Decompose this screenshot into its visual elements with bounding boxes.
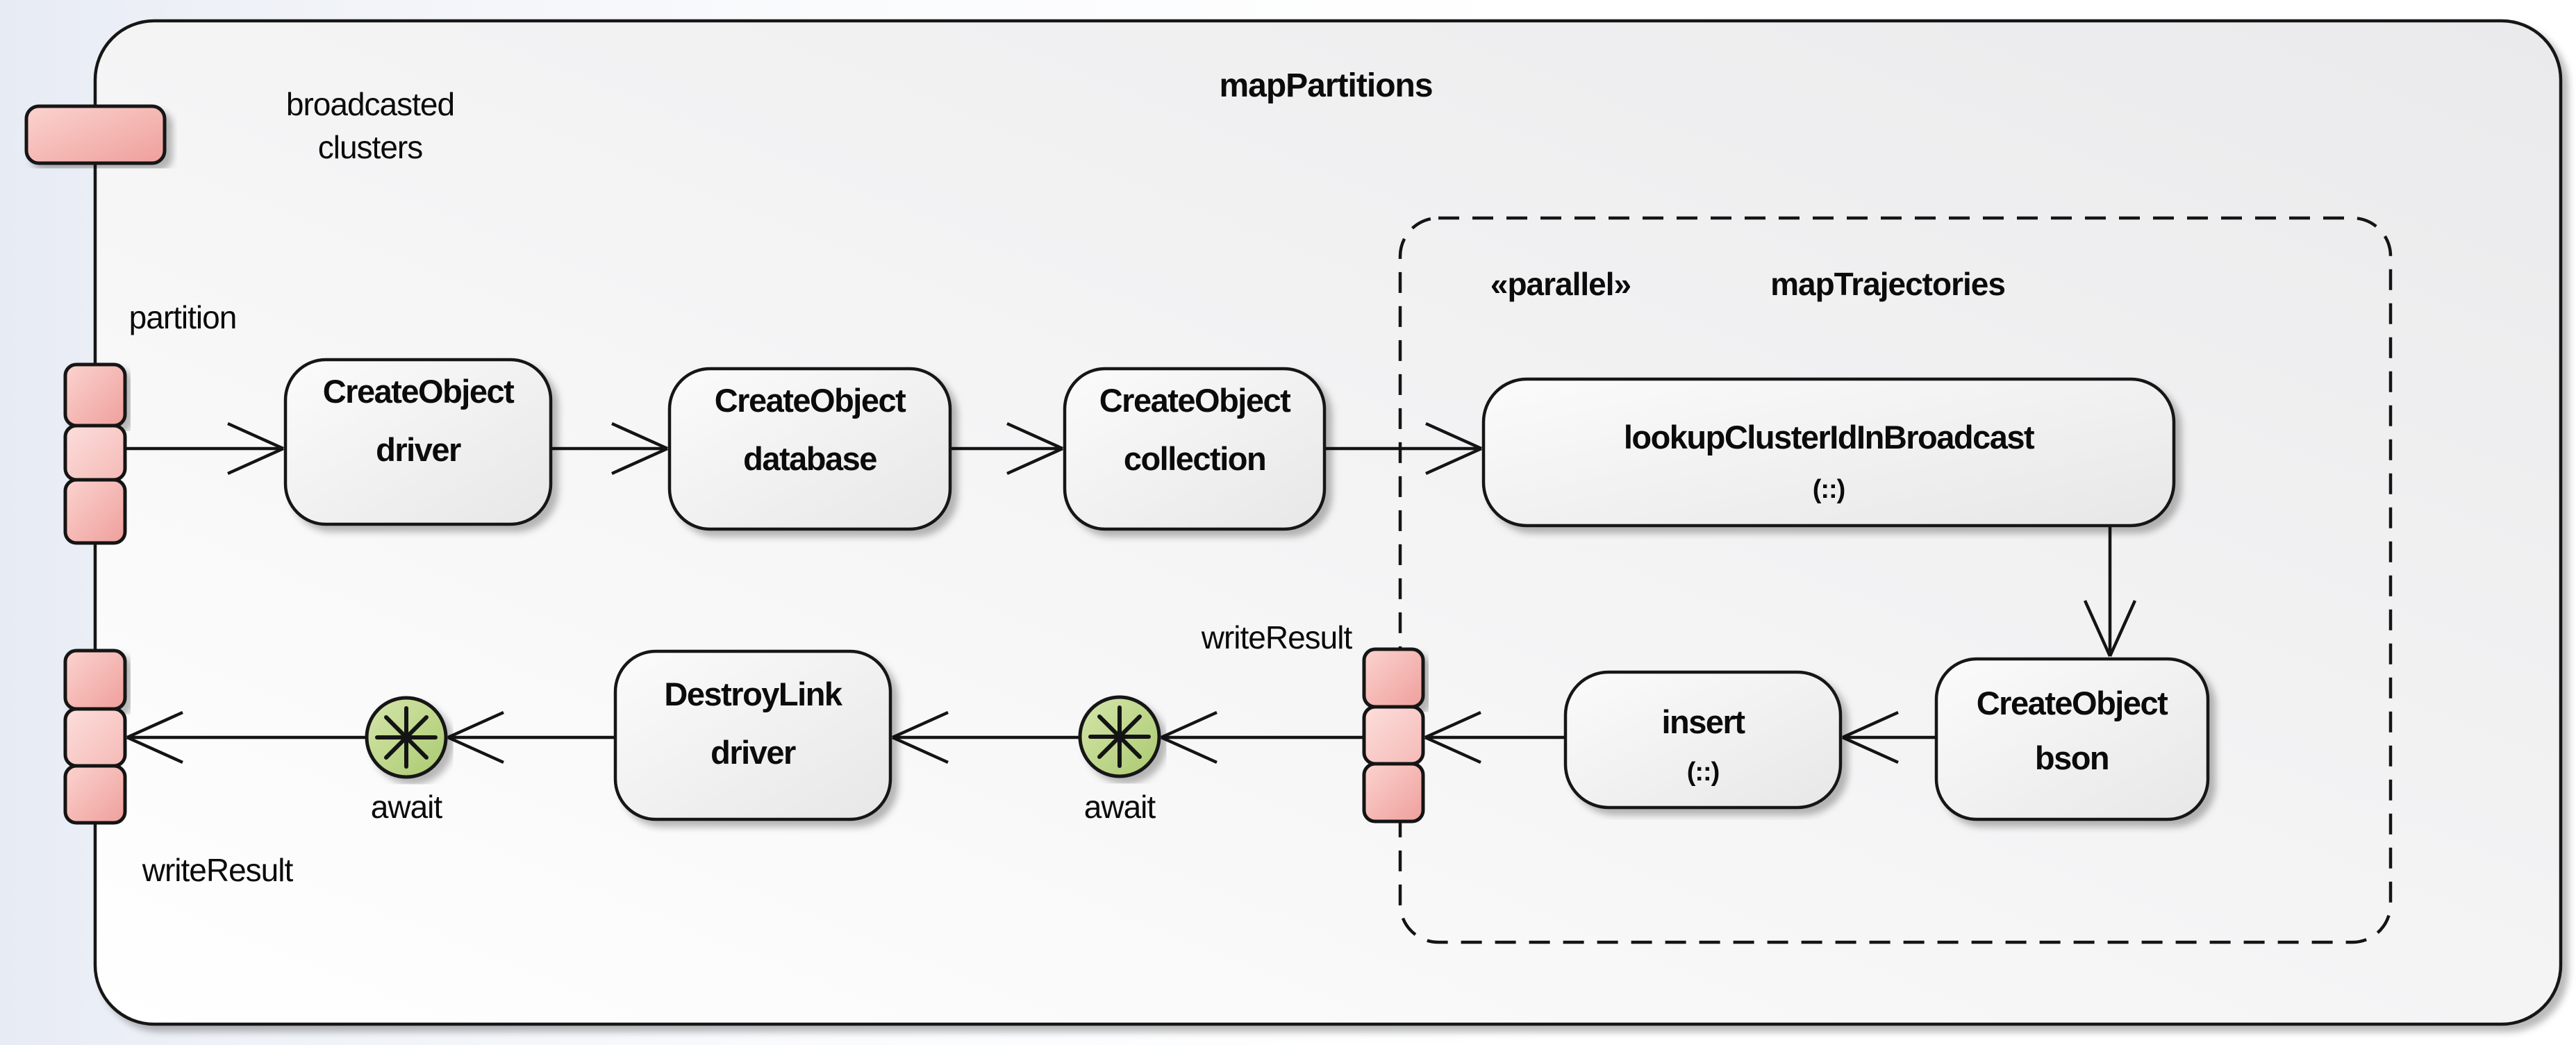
buffer-label-line2: clusters	[318, 129, 422, 165]
flow-arrow-create-database-to-create-collection	[950, 421, 1063, 476]
flow-arrow-insert-to-writeresult-pin	[1424, 710, 1565, 764]
action-label: database	[743, 440, 876, 477]
flow-arrow-lookup-to-create-bson	[2083, 526, 2137, 657]
pin-label-writeresult-parallel: writeResult	[1201, 619, 1353, 655]
action-create-object-driver: CreateObject driver	[283, 358, 553, 526]
action-label: CreateObject	[715, 382, 906, 419]
action-label: driver	[711, 734, 796, 771]
action-destroy-link-driver: DestroyLink driver	[613, 649, 892, 821]
pin-stack-writeresult-parallel	[1362, 647, 1425, 824]
flow-arrow-partition-to-create-driver	[125, 421, 284, 476]
frame-title: mapPartitions	[1219, 67, 1432, 104]
buffer-node-broadcasted-clusters	[24, 104, 167, 165]
await-node-left	[365, 696, 448, 779]
flow-arrow-await-right-to-destroy-driver	[892, 710, 1079, 764]
pin-label-partition: partition	[129, 299, 237, 335]
asterisk-icon	[375, 706, 438, 769]
action-label: CreateObject	[1977, 685, 2168, 721]
action-signature: (::)	[1813, 475, 1845, 504]
action-signature: (::)	[1687, 758, 1720, 787]
action-label: bson	[2035, 739, 2109, 776]
parallel-stereotype-label: «parallel»	[1490, 266, 1631, 302]
action-label: CreateObject	[323, 373, 515, 410]
await-label-left: await	[371, 789, 443, 825]
flow-arrow-create-bson-to-insert	[1842, 710, 1936, 764]
action-create-object-collection: CreateObject collection	[1063, 367, 1327, 531]
action-label: insert	[1662, 703, 1746, 740]
action-insert: insert (::)	[1563, 670, 1843, 810]
action-label: CreateObject	[1099, 382, 1291, 419]
flow-arrow-create-collection-to-lookup	[1324, 421, 1482, 476]
action-label: collection	[1124, 440, 1265, 477]
action-label: driver	[376, 431, 461, 468]
flow-arrow-create-driver-to-create-database	[551, 421, 668, 476]
pin-stack-partition-input	[63, 362, 127, 545]
action-lookup-cluster-id-in-broadcast: lookupClusterIdInBroadcast (::)	[1481, 377, 2176, 528]
await-label-right: await	[1084, 789, 1156, 825]
flow-arrow-destroy-driver-to-await-left	[447, 710, 615, 764]
action-create-object-database: CreateObject database	[667, 367, 952, 531]
action-label: lookupClusterIdInBroadcast	[1624, 419, 2035, 455]
action-create-object-bson: CreateObject bson	[1934, 657, 2210, 821]
action-label: DestroyLink	[664, 676, 842, 712]
pin-stack-writeresult-output	[63, 649, 127, 825]
flow-arrow-await-left-to-writeresult-output	[126, 710, 366, 764]
parallel-region-name: mapTrajectories	[1770, 266, 2005, 302]
pin-label-writeresult-main: writeResult	[142, 852, 294, 888]
flow-arrow-writeresult-pin-to-await-right	[1161, 710, 1365, 764]
buffer-label-line1: broadcasted	[286, 86, 454, 122]
parallel-region-border	[1398, 216, 2393, 944]
await-node-right	[1078, 695, 1161, 778]
asterisk-icon	[1088, 705, 1151, 768]
